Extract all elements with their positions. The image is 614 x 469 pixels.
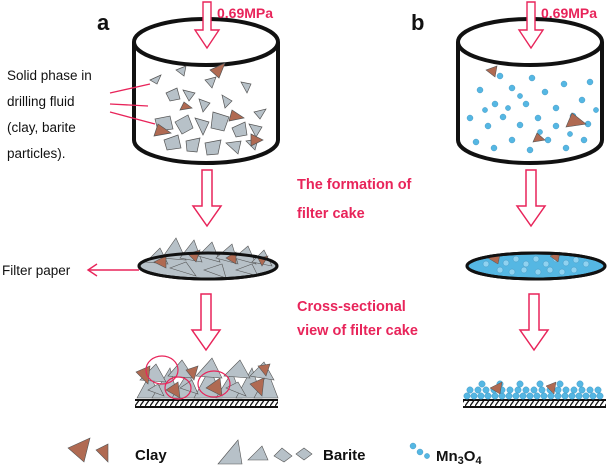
legend-mn3o4-sub1: 3 xyxy=(458,455,464,467)
particles-in-cylinder-a xyxy=(149,62,267,156)
filter-paper-b xyxy=(465,251,607,281)
solid-phase-pointer-lines xyxy=(109,83,156,125)
panel-label-a: a xyxy=(97,10,110,35)
pressure-arrow-b xyxy=(517,1,545,50)
down-arrow-a1 xyxy=(191,169,223,228)
pressure-label-a: 0.69MPa xyxy=(217,5,273,21)
legend-mn3o4-o: O xyxy=(464,448,476,465)
down-arrow-b1 xyxy=(515,169,547,228)
pressure-arrow-a xyxy=(193,1,221,50)
legend-barite-swatch xyxy=(217,439,313,465)
highlight-circles xyxy=(145,355,231,400)
cross-section-line-1: Cross-sectional xyxy=(297,299,406,315)
legend: Clay Barite Mn3O4 xyxy=(67,437,482,467)
formation-line-2: filter cake xyxy=(297,206,365,222)
filter-paper-a xyxy=(137,237,279,281)
filter-paper-arrow xyxy=(86,263,139,277)
legend-mn3o4-label: Mn3O4 xyxy=(436,448,482,467)
down-arrow-a2 xyxy=(190,293,222,352)
legend-mn3o4-swatch xyxy=(409,442,430,459)
legend-barite-label: Barite xyxy=(323,447,366,464)
cross-section-line-2: view of filter cake xyxy=(297,323,418,339)
cross-section-annotation: Cross-sectional view of filter cake xyxy=(297,299,418,339)
solid-phase-line-1: Solid phase in xyxy=(7,68,92,83)
panel-label-b: b xyxy=(411,10,424,35)
pressure-label-b: 0.69MPa xyxy=(541,5,597,21)
filter-cake-cross-section-a xyxy=(135,355,279,408)
legend-mn3o4-mn: Mn xyxy=(436,448,458,465)
solid-phase-line-3: (clay, barite xyxy=(7,120,76,135)
legend-clay-label: Clay xyxy=(135,447,167,464)
solid-phase-line-4: particles). xyxy=(7,146,66,161)
down-arrow-b2 xyxy=(518,293,550,352)
solid-phase-line-2: drilling fluid xyxy=(7,94,75,109)
legend-mn3o4-sub2: 4 xyxy=(475,455,482,467)
particles-in-cylinder-b xyxy=(466,65,599,154)
formation-line-1: The formation of xyxy=(297,177,412,193)
solid-phase-annotation: Solid phase in drilling fluid (clay, bar… xyxy=(7,68,96,161)
filter-paper-label: Filter paper xyxy=(2,263,71,278)
filter-cake-cross-section-b xyxy=(463,380,606,408)
formation-annotation: The formation of filter cake xyxy=(297,177,415,222)
legend-clay-swatch xyxy=(67,437,109,463)
